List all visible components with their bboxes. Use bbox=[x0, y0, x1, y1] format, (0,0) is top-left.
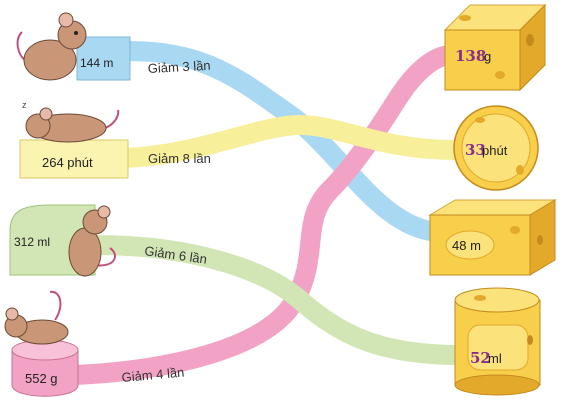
mouse-value-4: 552 g bbox=[25, 371, 58, 386]
cheese-number-4: 52 bbox=[470, 349, 491, 367]
mouse-on-drum-icon bbox=[4, 290, 69, 345]
cheese-cube-138: 138 g bbox=[443, 3, 547, 92]
path-green bbox=[85, 235, 470, 365]
cheese-wedge-48: 48 m bbox=[428, 199, 557, 276]
path-blue bbox=[100, 41, 450, 242]
cheese-unit-1: g bbox=[484, 49, 491, 64]
path-label-3: Giảm 3 lần bbox=[147, 58, 211, 76]
cheese-value-3: 48 m bbox=[452, 238, 481, 253]
path-label-4: Giảm 4 lần bbox=[121, 365, 185, 385]
mouse-box-1 bbox=[76, 36, 131, 81]
mouse-card-264: 264 phút z bbox=[19, 100, 129, 179]
path-label-8: Giảm 8 lần bbox=[148, 151, 211, 166]
cheese-number-2: 33 bbox=[465, 141, 486, 159]
cheese-cylinder-52: 52 ml bbox=[454, 287, 541, 396]
svg-text:z: z bbox=[22, 100, 27, 110]
mouse-card-552: 552 g bbox=[4, 290, 79, 397]
cheese-wheel-33: 33 phút bbox=[453, 105, 539, 191]
mouse-value-1: 144 m bbox=[80, 56, 113, 70]
mouse-card-312: 312 ml bbox=[9, 204, 116, 277]
mouse-box-2 bbox=[19, 139, 129, 179]
mouse-card-144: 144 m bbox=[16, 12, 131, 81]
sleeping-mouse-icon: z bbox=[22, 100, 120, 143]
standing-mouse-icon bbox=[68, 205, 116, 277]
cheese-number-1: 138 bbox=[455, 47, 486, 65]
mouse-value-3: 312 ml bbox=[14, 235, 50, 249]
cheese-unit-4: ml bbox=[488, 351, 502, 366]
mouse-box-4 bbox=[11, 349, 79, 397]
path-pink bbox=[65, 45, 462, 385]
mouse-value-2: 264 phút bbox=[42, 155, 93, 170]
path-yellow bbox=[115, 114, 465, 168]
cheese-unit-2: phút bbox=[482, 143, 508, 158]
mouse-icon bbox=[16, 12, 87, 81]
